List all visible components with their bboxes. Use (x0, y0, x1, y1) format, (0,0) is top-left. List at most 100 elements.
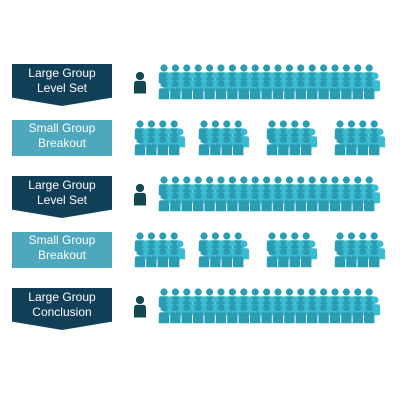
person-icon (215, 80, 227, 100)
stage-label-large-group-level-set: Large Group Level Set (12, 64, 112, 106)
person-icon (238, 192, 249, 212)
person-icon (261, 192, 272, 212)
person-icon (238, 80, 249, 100)
person-icon (215, 304, 227, 324)
person-icon (198, 248, 210, 268)
person-icon (146, 248, 157, 268)
person-icon (261, 304, 272, 324)
person-icon (346, 248, 357, 268)
person-icon (215, 192, 227, 212)
person-icon (329, 80, 341, 100)
person-icon (301, 136, 312, 156)
person-icon (334, 136, 346, 156)
person-icon (266, 248, 278, 268)
large-group-crowd (134, 64, 381, 100)
person-icon (329, 192, 341, 212)
person-icon (357, 136, 368, 156)
small-group-crowds-2 (134, 232, 386, 268)
person-icon (307, 192, 318, 212)
person-icon (250, 304, 261, 324)
person-icon (289, 248, 300, 268)
person-icon (221, 248, 232, 268)
person-icon (272, 304, 284, 324)
person-icon (158, 80, 170, 100)
person-icon (170, 192, 181, 212)
person-icon (134, 248, 146, 268)
person-icon (181, 80, 192, 100)
person-icon (307, 304, 318, 324)
person-icon (295, 304, 306, 324)
person-icon (284, 80, 295, 100)
person-icon (352, 192, 363, 212)
person-icon (181, 304, 192, 324)
person-icon (318, 304, 329, 324)
person-icon (210, 248, 221, 268)
person-icon (369, 248, 380, 268)
person-icon (284, 304, 295, 324)
person-icon (146, 136, 157, 156)
person-icon (364, 192, 375, 212)
stage-label-large-group-conclusion: Large Group Conclusion (12, 288, 112, 330)
large-group-crowd-3 (134, 288, 381, 324)
person-icon (157, 136, 168, 156)
person-icon (357, 248, 368, 268)
person-icon (233, 136, 244, 156)
person-icon (169, 248, 180, 268)
person-icon (301, 248, 312, 268)
person-icon (193, 80, 204, 100)
person-icon (272, 80, 284, 100)
person-icon (158, 192, 170, 212)
person-icon (261, 80, 272, 100)
person-icon (341, 80, 352, 100)
person-icon (284, 192, 295, 212)
leader-person-icon (134, 71, 146, 94)
person-icon (169, 136, 180, 156)
person-icon (295, 80, 306, 100)
person-icon (204, 192, 215, 212)
stage-label-small-group-breakout: Small Group Breakout (12, 120, 112, 156)
person-icon (250, 80, 261, 100)
person-icon (318, 192, 329, 212)
leader-person-icon (134, 295, 146, 318)
person-icon (341, 192, 352, 212)
leader-person-icon (134, 183, 146, 206)
person-icon (272, 192, 284, 212)
person-icon (295, 192, 306, 212)
person-icon (193, 192, 204, 212)
person-icon (364, 304, 375, 324)
person-icon (221, 136, 232, 156)
person-icon (227, 80, 238, 100)
person-icon (341, 304, 352, 324)
person-icon (210, 136, 221, 156)
person-icon (266, 136, 278, 156)
person-icon (238, 304, 249, 324)
person-icon (289, 136, 300, 156)
person-icon (346, 136, 357, 156)
person-icon (134, 136, 146, 156)
stage-label-large-group-level-set-2: Large Group Level Set (12, 176, 112, 218)
person-icon (278, 136, 289, 156)
person-icon (369, 136, 380, 156)
person-icon (334, 248, 346, 268)
person-icon (278, 248, 289, 268)
large-group-crowd-2 (134, 176, 381, 212)
person-icon (227, 304, 238, 324)
person-icon (170, 304, 181, 324)
person-icon (181, 192, 192, 212)
person-icon (227, 192, 238, 212)
small-group-crowds (134, 120, 386, 156)
person-icon (364, 80, 375, 100)
person-icon (204, 80, 215, 100)
person-icon (158, 304, 170, 324)
person-icon (318, 80, 329, 100)
person-icon (193, 304, 204, 324)
stage-label-small-group-breakout-2: Small Group Breakout (12, 232, 112, 268)
person-icon (329, 304, 341, 324)
person-icon (198, 136, 210, 156)
person-icon (307, 80, 318, 100)
person-icon (352, 304, 363, 324)
person-icon (204, 304, 215, 324)
person-icon (352, 80, 363, 100)
person-icon (233, 248, 244, 268)
